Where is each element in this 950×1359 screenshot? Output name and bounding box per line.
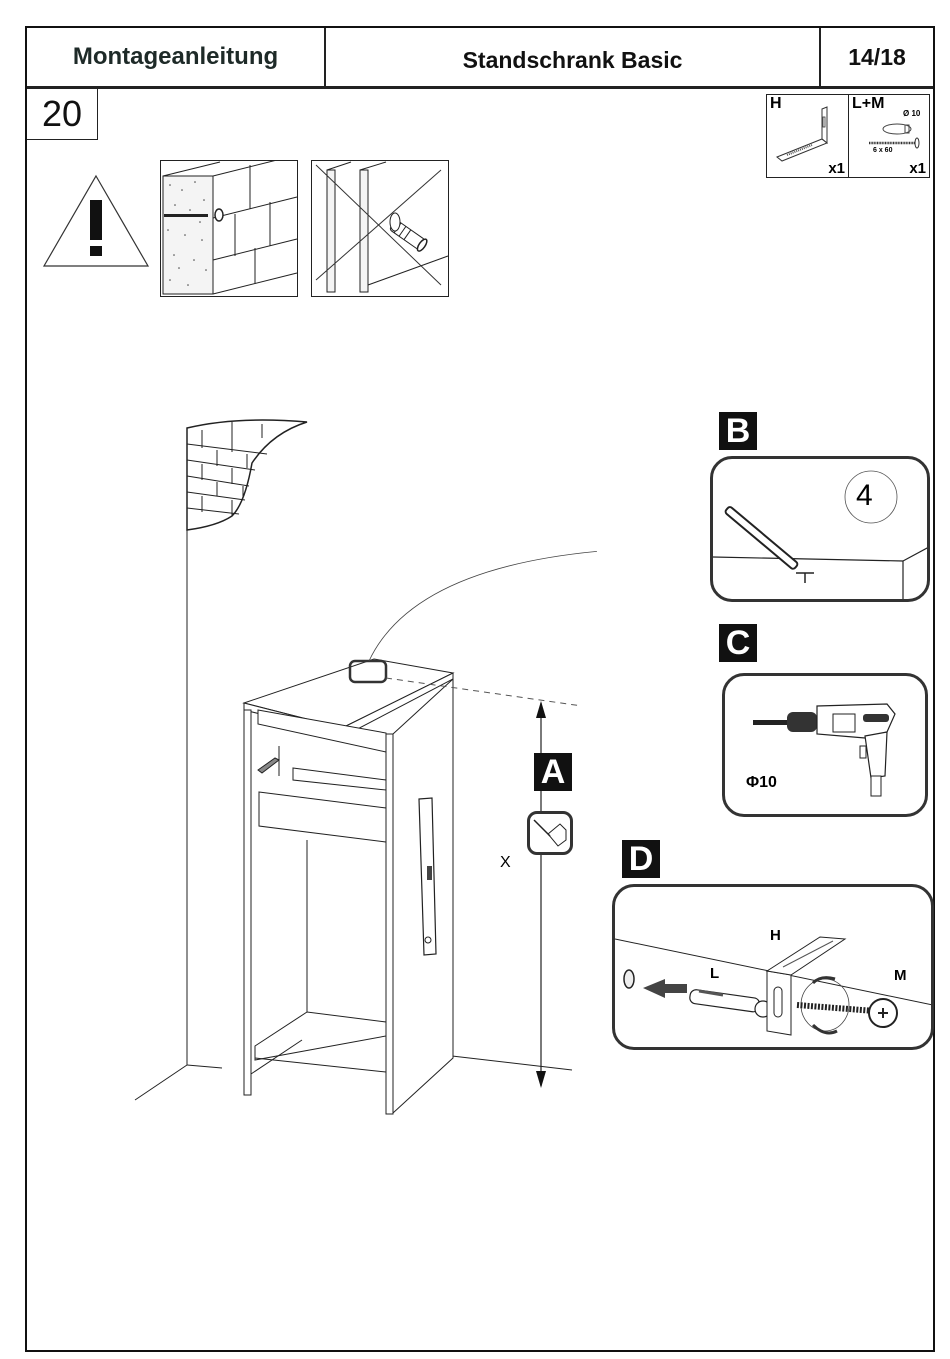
dowel-icon	[689, 989, 772, 1018]
step-d-panel: H L M	[612, 884, 934, 1050]
pencil-mark-icon	[713, 470, 927, 599]
spirit-level-tool-icon	[527, 811, 573, 855]
dowel-diameter: Ø 10	[903, 109, 921, 118]
brick-wall-icon	[186, 419, 308, 531]
wall-mounting-icon	[615, 936, 931, 1036]
part-h: H x1	[767, 95, 848, 177]
bracket-label: H	[770, 927, 781, 944]
step-number: 20	[27, 89, 98, 140]
part-quantity: x1	[909, 160, 926, 177]
part-label: H	[770, 95, 782, 112]
arrow-left-icon	[643, 979, 687, 998]
spirit-level-icon	[418, 797, 437, 956]
instruction-page: Montageanleitung Standschrank Basic 14/1…	[25, 26, 935, 1352]
screw-size: 6 x 60	[873, 147, 893, 154]
product-name: Standschrank Basic	[326, 28, 821, 86]
dowel-label: L	[710, 965, 720, 982]
part-label: L+M	[852, 95, 885, 112]
parts-list: H x1 L+M Ø 10 6 x 60 x1	[766, 94, 930, 178]
dimension-label: X	[500, 854, 511, 871]
step-b-panel: 4	[710, 456, 930, 602]
step-letter-a: A	[534, 753, 572, 791]
step-c-panel: Φ10	[722, 673, 928, 817]
drill-diameter: Φ10	[746, 774, 777, 791]
solid-brick-wall-dowel-icon	[160, 160, 298, 297]
document-title: Montageanleitung	[27, 28, 326, 86]
part-quantity: x1	[828, 160, 845, 177]
cabinet-illustration	[134, 419, 597, 1115]
dowel-and-screw-icon	[869, 123, 920, 149]
wall-bracket-icon	[776, 106, 828, 162]
warning-triangle-icon	[42, 174, 150, 267]
drill-icon	[753, 703, 896, 797]
step-letter-b: B	[719, 412, 757, 450]
hollow-wall-crossed-out-icon	[311, 160, 449, 297]
page-number: 14/18	[848, 43, 906, 70]
marker-number: 4	[856, 479, 873, 512]
screw-icon	[796, 976, 898, 1035]
page-header: Montageanleitung Standschrank Basic 14/1…	[27, 28, 933, 89]
screw-label: M	[894, 967, 907, 984]
wall-bracket-icon	[765, 936, 847, 1036]
step-letter-d: D	[622, 840, 660, 878]
part-l-m: L+M Ø 10 6 x 60 x1	[848, 95, 929, 177]
step-letter-c: C	[719, 624, 757, 662]
